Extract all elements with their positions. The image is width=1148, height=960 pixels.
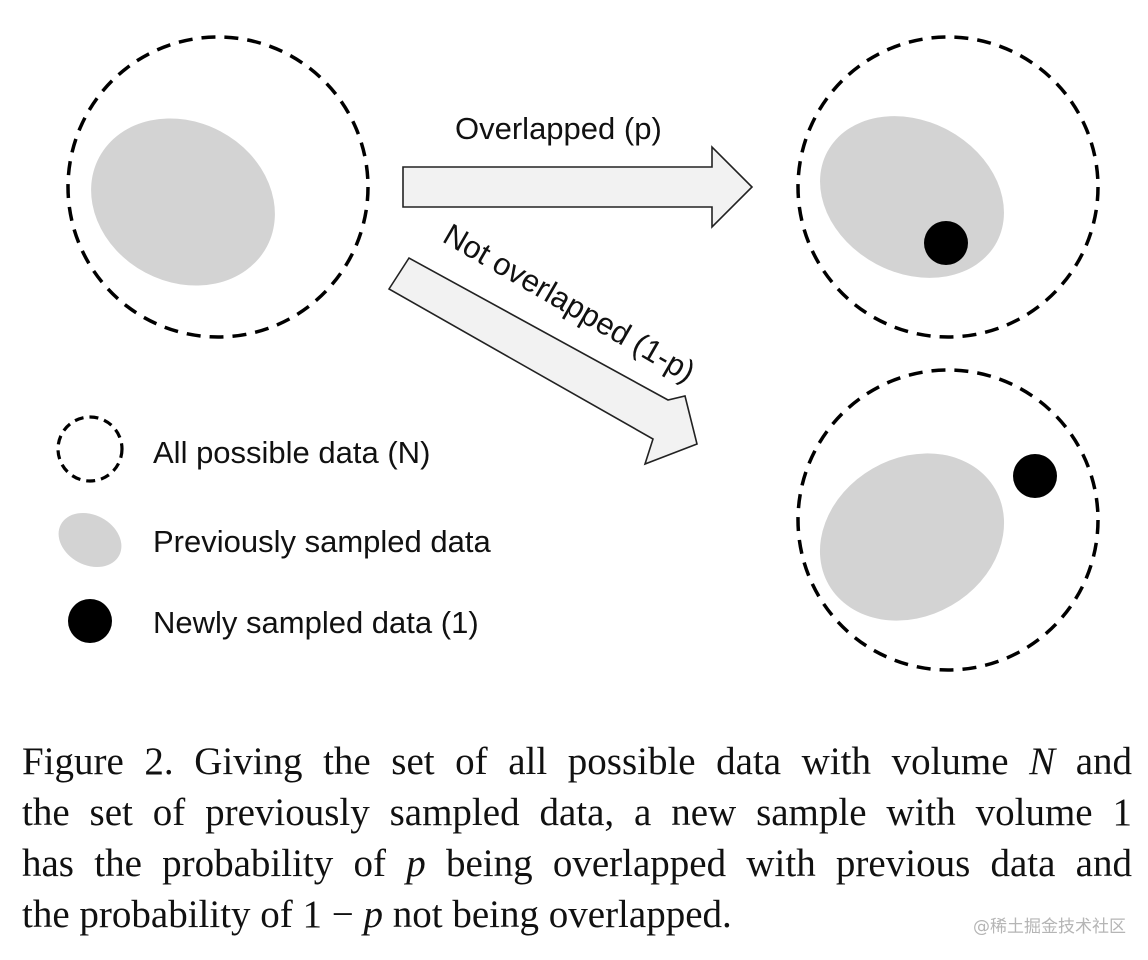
- outcome-not-overlapped: [796, 368, 1100, 672]
- caption-text: the probability of 1 −: [22, 893, 364, 936]
- previous-data-ellipse: [819, 453, 1005, 621]
- caption-line-2: the set of previously sampled data, a ne…: [22, 791, 1132, 834]
- legend-label-all-data: All possible data (N): [153, 435, 430, 470]
- figure-caption: Figure 2. Giving the set of all possible…: [22, 736, 1132, 940]
- legend: All possible data (N) Previously sampled…: [56, 415, 491, 643]
- caption-line-4: the probability of 1 − p not being overl…: [22, 889, 1132, 940]
- caption-text: has the probability of: [22, 842, 407, 885]
- arrow-overlapped-shape: [402, 145, 754, 229]
- new-data-dot: [924, 221, 968, 265]
- caption-text: being overlapped with previous data and: [425, 842, 1132, 885]
- initial-state: [66, 35, 370, 339]
- all-data-circle: [796, 368, 1100, 672]
- arrow-not-overlapped: Not overlapped (1-p): [387, 217, 701, 466]
- legend-label-new-data: Newly sampled data (1): [153, 605, 479, 640]
- caption-line-1: Figure 2. Giving the set of all possible…: [22, 736, 1132, 787]
- caption-variable: p: [406, 842, 426, 885]
- caption-line-3: has the probability of p being overlappe…: [22, 838, 1132, 889]
- diagram-canvas: Overlapped (p) Not overlapped (1-p) All …: [56, 35, 1100, 672]
- arrow-overlapped: Overlapped (p): [402, 111, 754, 229]
- watermark: @稀土掘金技术社区: [973, 917, 1126, 937]
- gray-ellipse-icon: [58, 513, 122, 567]
- caption-text: not being overlapped.: [383, 893, 732, 936]
- all-data-circle: [66, 35, 370, 339]
- legend-label-previous-data: Previously sampled data: [153, 524, 491, 559]
- caption-text: and: [1055, 740, 1133, 783]
- legend-item-previous-data: Previously sampled data: [58, 513, 491, 567]
- all-data-circle: [796, 35, 1100, 339]
- dashed-circle-icon: [56, 415, 124, 483]
- outcome-overlapped: [796, 35, 1100, 339]
- legend-item-all-data: All possible data (N): [56, 415, 430, 483]
- caption-variable: N: [1029, 740, 1056, 783]
- new-data-dot: [1013, 454, 1057, 498]
- previous-data-ellipse: [91, 118, 275, 286]
- arrow-not-overlapped-shape: [387, 256, 698, 466]
- black-dot-icon: [68, 599, 112, 643]
- legend-item-new-data: Newly sampled data (1): [68, 599, 479, 643]
- caption-variable: p: [363, 893, 384, 936]
- caption-text: Figure 2. Giving the set of all possible…: [22, 740, 1030, 783]
- arrow-overlapped-label: Overlapped (p): [455, 111, 662, 146]
